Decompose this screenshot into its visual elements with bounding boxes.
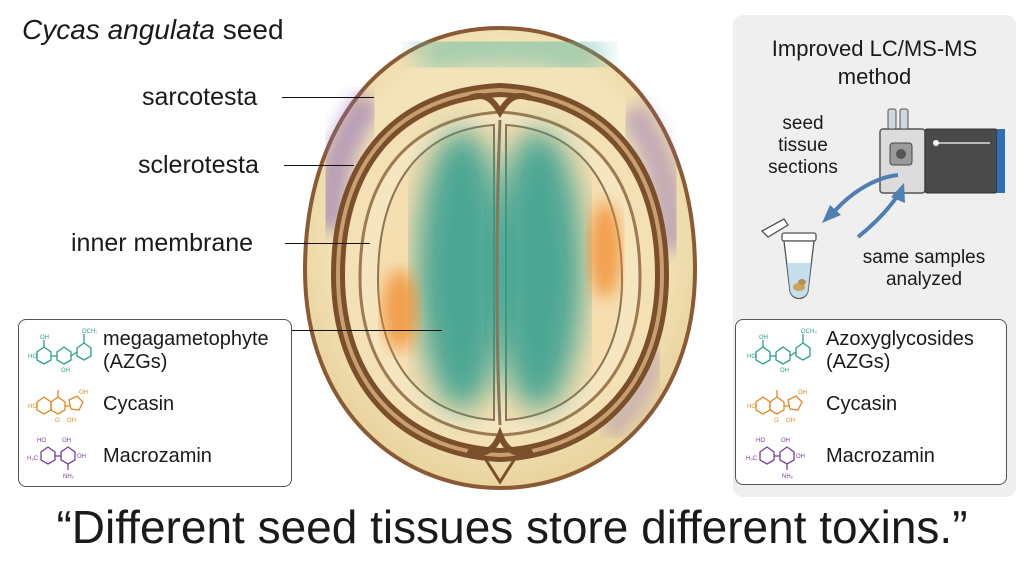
svg-text:OH: OH: [798, 390, 807, 396]
azoxyglycoside-structure-icon: HO OCH₃ OH OH: [28, 329, 97, 374]
svg-text:OH: OH: [781, 438, 790, 444]
leader-inner-membrane: [285, 243, 370, 244]
summary-quote: “Different seed tissues store different …: [56, 501, 968, 553]
svg-text:HO: HO: [747, 354, 756, 360]
legend-item-macrozamin: HO OH H₃C OH NH₂ Macrozamin: [27, 432, 212, 480]
legend-label-macrozamin-right: Macrozamin: [826, 444, 935, 467]
svg-text:HO: HO: [756, 438, 765, 444]
legend-label-megagametophyte: megagametophyte: [103, 328, 269, 350]
svg-text:HO: HO: [37, 438, 46, 444]
samples-line1: same samples: [862, 247, 986, 268]
svg-text:OH: OH: [61, 368, 70, 374]
svg-text:OH: OH: [786, 418, 795, 424]
sections-line1: seed: [782, 113, 824, 134]
cycasin-structure-icon: HO OH O OH: [747, 390, 807, 424]
seed-cross-section: [302, 24, 698, 491]
svg-text:O: O: [55, 418, 60, 424]
samples-line2: analyzed: [885, 269, 963, 290]
legend-label-azoxyglycosides: Azoxyglycosides: [826, 328, 974, 350]
svg-text:HO: HO: [28, 404, 37, 410]
svg-text:OH: OH: [79, 390, 88, 396]
label-sclerotesta: sclerotesta: [138, 151, 259, 179]
macrozamin-structure-icon: HO OH H₃C OH NH₂: [27, 438, 86, 480]
legend-item-macrozamin-right: HO OH H₃C OH NH₂ Macrozamin: [742, 432, 935, 480]
svg-text:OCH₃: OCH₃: [801, 329, 817, 335]
legend-label-azgs: (AZGs): [103, 351, 168, 373]
sections-line2: tissue: [778, 135, 828, 156]
title-suffix: seed: [215, 14, 284, 45]
azoxyglycoside-structure-icon: HO OCH₃ OH OH: [747, 329, 817, 374]
svg-text:NH₂: NH₂: [782, 474, 794, 480]
svg-text:OH: OH: [67, 418, 76, 424]
legend-label-macrozamin: Macrozamin: [103, 444, 212, 467]
svg-text:OCH₃: OCH₃: [82, 329, 97, 335]
legend-label-azgs-right: (AZGs): [826, 351, 891, 373]
leader-sclerotesta: [284, 165, 354, 166]
lcms-instrument-icon: [879, 108, 1005, 194]
svg-text:O: O: [774, 418, 779, 424]
method-panel-title: Improved LC/MS-MS method: [733, 35, 1016, 91]
method-title-line2: method: [837, 64, 912, 89]
label-inner-membrane: inner membrane: [71, 229, 254, 257]
legend-item-azoxyglycosides: HO OCH₃ OH OH Azoxyglycosides (AZGs): [742, 328, 974, 374]
svg-text:HO: HO: [28, 354, 37, 360]
legend-item-azg: HO OCH₃ OH OH megagametophyte (AZGs): [27, 328, 269, 374]
svg-text:H₃C: H₃C: [27, 456, 39, 462]
leader-sarcotesta: [282, 97, 374, 98]
leader-megagametophyte: [290, 330, 442, 331]
same-samples-analyzed-label: same samples analyzed: [839, 247, 1009, 291]
legend-item-cycasin-right: HO OH O OH Cycasin: [742, 382, 897, 426]
svg-text:OH: OH: [77, 454, 86, 460]
svg-text:NH₂: NH₂: [63, 474, 75, 480]
legend-item-cycasin: HO OH O OH Cycasin: [27, 382, 174, 426]
macrozamin-structure-icon: HO OH H₃C OH NH₂: [746, 438, 805, 480]
sample-tube-icon: [760, 218, 817, 300]
method-title-line1: Improved LC/MS-MS: [771, 36, 978, 61]
svg-text:OH: OH: [780, 368, 789, 374]
cycasin-structure-icon: HO OH O OH: [28, 390, 88, 424]
svg-text:H₃C: H₃C: [746, 456, 758, 462]
seed-tissue-sections-label: seed tissue sections: [763, 113, 843, 179]
legend-label-cycasin: Cycasin: [103, 392, 175, 415]
label-sarcotesta: sarcotesta: [142, 83, 258, 111]
svg-text:OH: OH: [759, 335, 768, 341]
legend-label-cycasin-right: Cycasin: [826, 392, 898, 415]
sections-line3: sections: [768, 157, 838, 178]
diagram-title: Cycas angulata seed: [22, 12, 284, 48]
svg-text:HO: HO: [747, 404, 756, 410]
svg-text:OH: OH: [62, 438, 71, 444]
svg-text:OH: OH: [796, 454, 805, 460]
svg-text:OH: OH: [40, 335, 49, 341]
species-name: Cycas angulata: [22, 14, 216, 45]
cycle-arrows-icon: [822, 173, 905, 239]
